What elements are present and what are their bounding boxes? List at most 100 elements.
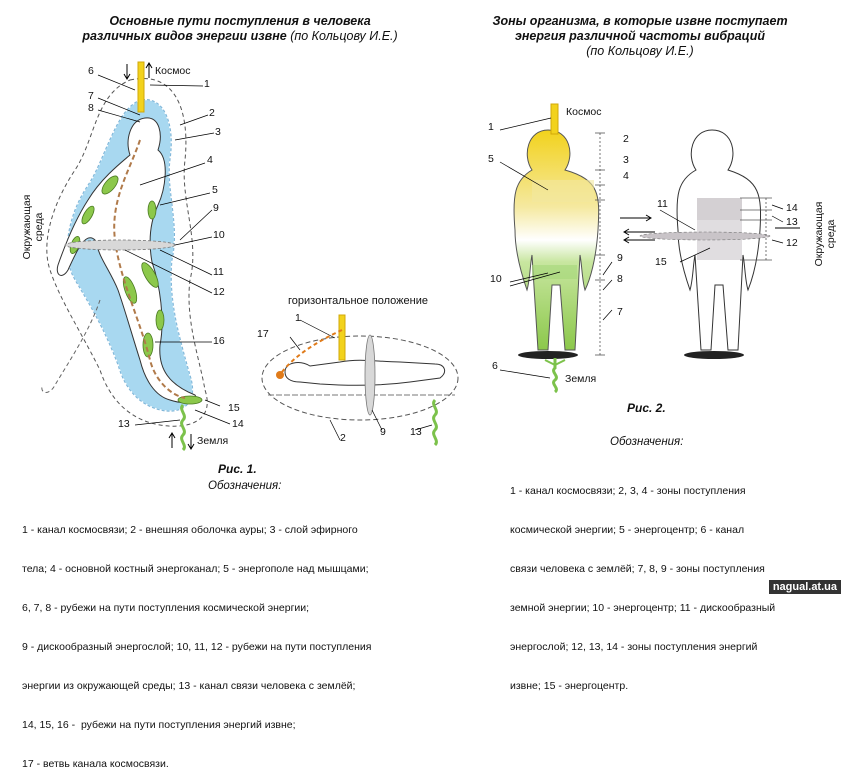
right-title-line2: энергия различной частоты вибраций <box>514 29 766 43</box>
label-r1: 1 <box>488 121 494 133</box>
left-legend-line: 1 - канал космосвязи; 2 - внешняя оболоч… <box>22 524 358 536</box>
arrow-earth-up <box>168 432 176 448</box>
label-17: 17 <box>257 328 269 340</box>
label-7: 7 <box>88 90 94 102</box>
right-legend-line: связи человека с землёй; 7, 8, 9 - зоны … <box>510 563 765 575</box>
left-legend-line: энергии из окружающей среды; 13 - канал … <box>22 680 356 692</box>
back-leg-dashed <box>41 299 101 393</box>
walking-body <box>56 117 197 403</box>
label-9-horizontal: 9 <box>380 426 386 438</box>
energy-center-upper <box>532 180 594 202</box>
watermark: nagual.at.ua <box>768 580 841 594</box>
cosmos-channel-left <box>137 61 145 113</box>
disc-layer-horizontal <box>364 334 376 416</box>
left-title: Основные пути поступления в человека раз… <box>40 14 440 44</box>
label-1: 1 <box>204 78 210 90</box>
label-horizontal: горизонтальное положение <box>288 295 428 307</box>
label-10: 10 <box>213 229 225 241</box>
label-15: 15 <box>228 402 240 414</box>
right-caption: Рис. 2. <box>627 401 666 415</box>
label-r2: 2 <box>623 133 629 145</box>
label-earth-left: Земля <box>197 435 229 447</box>
label-1-horizontal: 1 <box>295 312 301 324</box>
diagram-canvas <box>41 61 800 452</box>
zone-ruler-2-ticks <box>740 197 772 261</box>
label-11: 11 <box>213 266 224 278</box>
branch-end <box>276 371 284 379</box>
label-r15: 15 <box>655 256 667 268</box>
label-r11: 11 <box>657 198 668 210</box>
label-earth-right: Земля <box>565 373 597 385</box>
label-8: 8 <box>88 102 94 114</box>
ground-branch-left <box>544 359 556 366</box>
label-16: 16 <box>213 335 225 347</box>
label-14: 14 <box>232 418 244 430</box>
left-caption: Рис. 1. <box>218 462 257 476</box>
right-ground-base <box>518 351 578 359</box>
left-legend-header: Обозначения: <box>208 480 282 492</box>
right-legend-line: извне; 15 - энергоцентр. <box>510 680 629 692</box>
label-env-left-line2: среда <box>33 212 45 242</box>
label-r8: 8 <box>617 273 623 285</box>
disc-layer-right <box>639 231 771 241</box>
arrow-cosmos-up <box>145 62 153 78</box>
arrow-cosmos-down <box>123 64 131 80</box>
label-13: 13 <box>118 418 130 430</box>
label-r4: 4 <box>623 170 629 182</box>
ground-channel-left <box>180 403 186 452</box>
left-title-line2: различных видов энергии извне <box>82 29 287 43</box>
label-5: 5 <box>212 184 218 196</box>
right-legend-line: космической энергии; 5 - энергоцентр; 6 … <box>510 524 745 536</box>
env-arrows <box>620 214 800 244</box>
label-r12: 12 <box>786 237 798 249</box>
label-r3: 3 <box>623 154 629 166</box>
disc-layer-left <box>64 239 176 251</box>
label-cosmos-left: Космос <box>155 65 191 77</box>
label-r14: 14 <box>786 202 798 214</box>
zone-ruler-ticks <box>595 132 605 356</box>
bone-energy-channel <box>113 139 186 399</box>
left-legend-line: 9 - дискообразный энергослой; 10, 11, 12… <box>22 641 372 653</box>
right-title-line1: Зоны организма, в которые извне поступае… <box>492 14 788 28</box>
outer-aura-outline <box>46 78 208 427</box>
right-title-author: (по Кольцову И.Е.) <box>586 44 694 58</box>
etheric-dotted <box>66 98 194 412</box>
label-6: 6 <box>88 65 94 77</box>
label-r13: 13 <box>786 216 798 228</box>
arrow-earth-down <box>187 434 195 450</box>
ground-channel-right <box>552 358 558 394</box>
label-2-horizontal: 2 <box>340 432 346 444</box>
horizontal-aura <box>261 335 459 421</box>
left-legend: 1 - канал космосвязи; 2 - внешняя оболоч… <box>22 498 462 784</box>
label-r6: 6 <box>492 360 498 372</box>
cosmos-branch <box>281 329 343 373</box>
label-r7: 7 <box>617 306 623 318</box>
left-legend-line: 17 - ветвь канала космосвязи. <box>22 758 169 770</box>
label-12: 12 <box>213 286 225 298</box>
right-legend-line: земной энергии; 10 - энергоцентр; 11 - д… <box>510 602 776 614</box>
ground-channel-horizontal <box>432 398 438 447</box>
label-2: 2 <box>209 107 215 119</box>
label-3: 3 <box>215 126 221 138</box>
label-r10: 10 <box>490 273 502 285</box>
right-title: Зоны организма, в которые извне поступае… <box>470 14 810 59</box>
energy-center-lower <box>532 265 577 279</box>
label-r9: 9 <box>617 252 623 264</box>
label-env-right-line2: среда <box>825 219 837 249</box>
left-legend-line: 6, 7, 8 - рубежи на пути поступления кос… <box>22 602 310 614</box>
right-legend-header: Обозначения: <box>610 436 684 448</box>
label-env-left: Окружающая среда <box>21 182 45 272</box>
ground-branch-right <box>554 359 566 366</box>
cosmos-channel-horizontal <box>338 314 346 361</box>
right-leader-lines <box>499 117 613 379</box>
right-legend-line: 1 - канал космосвязи; 2, 3, 4 - зоны пос… <box>510 485 746 497</box>
cosmos-channel-right <box>550 103 559 135</box>
left-legend-line: тела; 4 - основной костный энергоканал; … <box>22 563 369 575</box>
label-env-left-line1: Окружающая <box>21 194 33 260</box>
outline-ground-base <box>684 351 744 359</box>
left-title-author: (по Кольцову И.Е.) <box>290 29 398 43</box>
left-legend-line: 14, 15, 16 - рубежи на пути поступления … <box>22 719 296 731</box>
right-legend-line: энергослой; 12, 13, 14 - зоны поступлени… <box>510 641 758 653</box>
label-4: 4 <box>207 154 213 166</box>
left-title-line1: Основные пути поступления в человека <box>109 14 371 28</box>
